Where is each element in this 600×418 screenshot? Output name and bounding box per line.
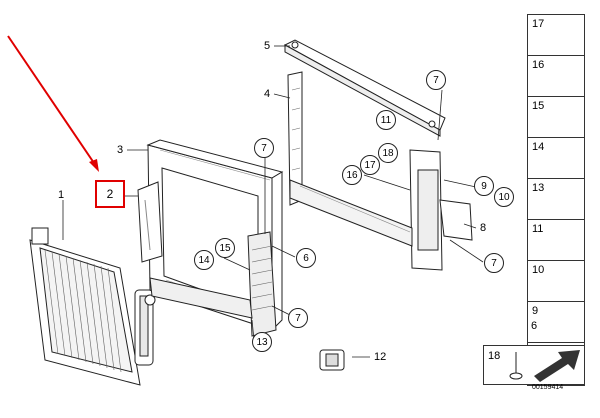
legend-number-6: 6 <box>531 320 538 332</box>
top-rail-drawing <box>283 39 446 137</box>
callout-7-d: 7 <box>484 253 504 273</box>
document-number: 00159414 <box>532 384 564 391</box>
legend-number: 13 <box>532 182 545 194</box>
callout-4: 4 <box>264 88 271 100</box>
legend-number: 11 <box>532 223 544 235</box>
callout-10: 10 <box>494 187 514 207</box>
callout-8: 8 <box>480 222 487 234</box>
callout-14: 14 <box>194 250 214 270</box>
clip-12-drawing <box>319 349 345 371</box>
legend-number: 16 <box>532 59 545 71</box>
parts-legend: 17 16 15 14 13 11 10 9 7 <box>527 14 585 386</box>
legend-item-16: 16 <box>528 56 584 97</box>
callout-17: 17 <box>360 155 380 175</box>
legend-item-15: 15 <box>528 97 584 138</box>
legend-item-10: 10 <box>528 261 584 302</box>
callout-9: 9 <box>474 176 494 196</box>
callout-11: 11 <box>376 110 396 130</box>
callout-5: 5 <box>264 40 271 52</box>
callout-2-highlight: 2 <box>95 180 125 208</box>
callout-3: 3 <box>117 144 124 156</box>
callout-18: 18 <box>378 143 398 163</box>
radiator-drawing <box>29 227 156 386</box>
carrier-frame-drawing <box>287 71 473 271</box>
callout-7-c: 7 <box>426 70 446 90</box>
callout-1: 1 <box>58 189 65 201</box>
red-arrow <box>7 35 99 172</box>
callout-12: 12 <box>374 351 387 363</box>
legend-number: 17 <box>532 18 545 30</box>
callout-13: 13 <box>252 332 272 352</box>
legend-item-11: 11 <box>528 220 584 261</box>
legend-item-17: 17 <box>528 15 584 56</box>
legend-number: 9 <box>532 305 539 317</box>
callout-7-a: 7 <box>254 138 274 158</box>
legend-item-14: 14 <box>528 138 584 179</box>
arrow-icon <box>509 350 580 382</box>
callout-6: 6 <box>296 248 316 268</box>
legend-number-18: 18 <box>488 350 501 362</box>
callout-7-b: 7 <box>288 308 308 328</box>
legend-number: 14 <box>532 141 545 153</box>
callout-2: 2 <box>106 187 114 201</box>
shroud-frame-drawing <box>146 139 284 337</box>
legend-item-9: 9 <box>528 302 584 343</box>
legend-item-13: 13 <box>528 179 584 220</box>
leader-lines <box>62 45 484 358</box>
legend-number: 10 <box>532 264 545 276</box>
callout-15: 15 <box>215 238 235 258</box>
legend-bottom-box: 18 <box>483 345 585 385</box>
legend-number: 15 <box>532 100 545 112</box>
callout-16: 16 <box>342 165 362 185</box>
bracket-2-drawing <box>137 181 163 263</box>
